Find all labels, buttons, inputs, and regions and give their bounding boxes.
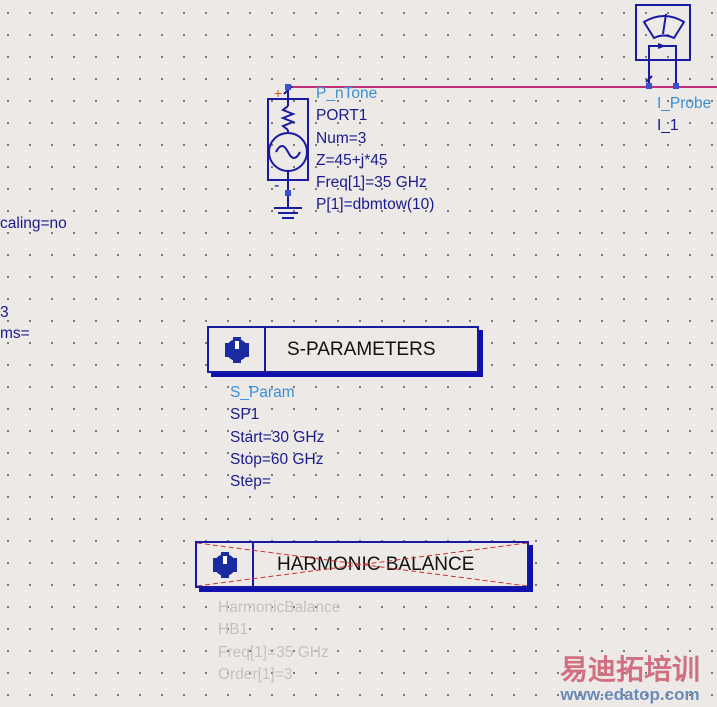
param-text: Num=3 [316, 129, 367, 147]
port-source-symbol[interactable]: + - [262, 80, 318, 225]
param-text: Freq[1]=35 GHz [218, 643, 329, 661]
s-parameters-controller[interactable]: S-PARAMETERS [207, 326, 479, 373]
component-type: S_Param [230, 384, 295, 401]
param-text: ms= [0, 325, 30, 342]
param-text: 3 [0, 304, 9, 321]
component-name: SP1 [230, 406, 260, 424]
param-text: Step= [230, 473, 271, 491]
param-text: Order[1]=3 [218, 665, 293, 683]
watermark-cn: 易迪拓培训 [560, 654, 701, 685]
wire[interactable] [288, 86, 717, 88]
gear-icon [209, 328, 266, 371]
svg-text:-: - [274, 177, 279, 194]
param-text: P[1]=dbmtow(10) [316, 196, 435, 214]
param-text: Start=30 GHz [230, 428, 325, 446]
component-type: HarmonicBalance [218, 599, 341, 616]
controller-title: S-PARAMETERS [287, 338, 436, 360]
param-text: Freq[1]=35 GHz [316, 174, 427, 192]
harmonic-balance-controller[interactable]: HARMONIC BALANCE [195, 541, 529, 588]
component-name: HB1 [218, 621, 249, 639]
component-type: P_nTone [316, 85, 378, 102]
param-text: Z=45+j*45 [316, 151, 388, 169]
deactivated-cross [197, 543, 527, 586]
watermark-url: www.edatop.com [560, 685, 700, 704]
gear-icon [197, 543, 254, 586]
component-type: I_Probe [657, 95, 712, 112]
param-text: caling=no [0, 215, 67, 232]
component-name: PORT1 [316, 107, 368, 125]
current-probe-symbol[interactable] [630, 0, 700, 95]
component-name: I_1 [657, 117, 679, 135]
watermark: 易迪拓培训 www.edatop.com [560, 655, 700, 705]
param-text: Stop=60 GHz [230, 450, 324, 468]
svg-text:+: + [274, 85, 282, 101]
